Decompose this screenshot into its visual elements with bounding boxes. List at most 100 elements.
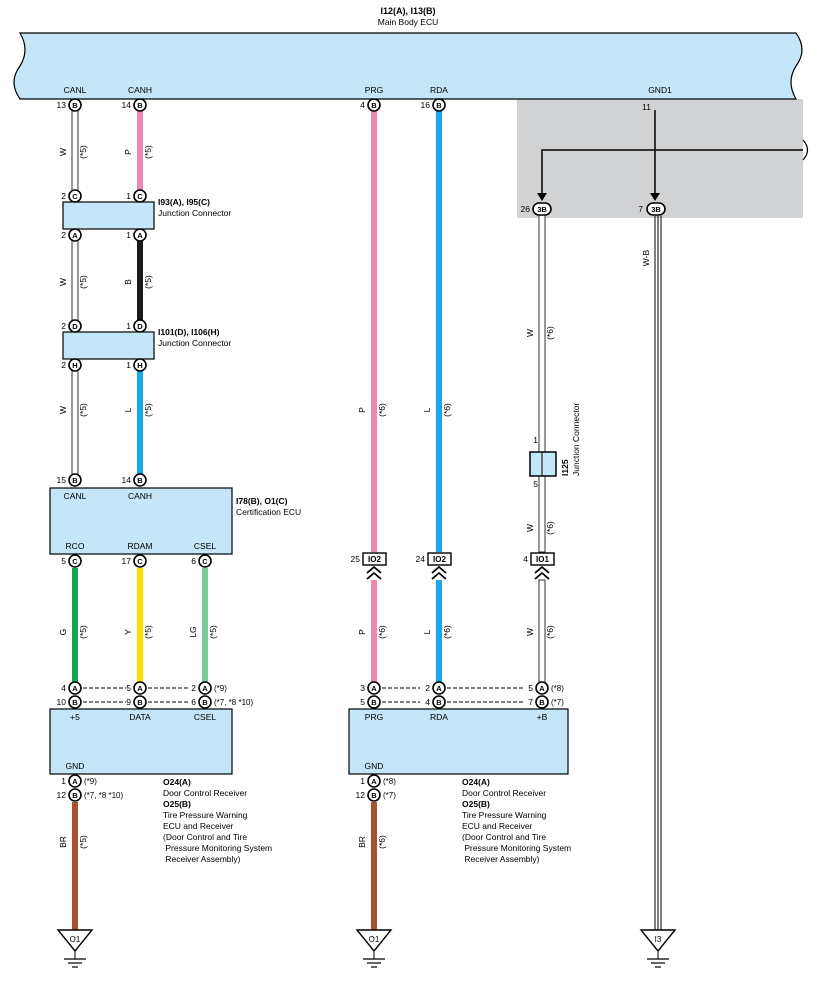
pin-connector-icon xyxy=(133,554,147,568)
pin-number: 5 xyxy=(126,683,131,693)
pin-conn: A xyxy=(202,684,208,693)
wire-note-label: (*5) xyxy=(78,145,88,159)
pin-label: +B xyxy=(537,712,548,722)
wire-color-label: P xyxy=(123,149,133,155)
pin-conn: A xyxy=(371,684,377,693)
pin-connector-icon xyxy=(133,695,147,709)
gnd-3b-connectors: 26 3B 7 3B xyxy=(521,202,666,216)
pin-number: 2 xyxy=(191,683,196,693)
wire-color-label: W xyxy=(58,148,68,156)
pin-connector-icon xyxy=(133,473,147,487)
pin-conn: B xyxy=(137,476,143,485)
pin-note: (*8) xyxy=(551,684,564,693)
pin-conn: B xyxy=(137,101,143,110)
pin-label: RDAM xyxy=(127,541,152,551)
pin-note: (*7) xyxy=(383,791,396,800)
pin-note: (*9) xyxy=(84,777,97,786)
wire-canh-black xyxy=(137,240,143,320)
wire-gnd-left-brown xyxy=(72,802,78,930)
wire-color-label: L xyxy=(422,629,432,634)
junction-name: Junction Connector xyxy=(158,208,231,218)
pin-label: RDA xyxy=(430,712,448,722)
pin-connector-icon xyxy=(68,554,82,568)
wire-note-label: (*6) xyxy=(377,835,387,849)
pin-number: 5 xyxy=(533,479,538,489)
pin-number: 25 xyxy=(351,554,361,564)
wire-rdam-yellow xyxy=(137,568,143,682)
receiver-name: Door Control Receiver xyxy=(462,788,546,798)
wire-rco-green xyxy=(72,568,78,682)
wire-note-label: (*5) xyxy=(78,403,88,417)
pin-conn: C xyxy=(137,557,143,566)
pin-connector-icon xyxy=(432,681,446,695)
chevron-up-icon xyxy=(431,565,447,580)
pin-connector-icon xyxy=(133,228,147,242)
junction-connector-1: I93(A), I95(C) Junction Connector 2 C 1 … xyxy=(61,189,231,242)
pin-conn: H xyxy=(72,361,77,370)
junction-name: Junction Connector xyxy=(571,403,581,476)
ground-symbol-right: I3 xyxy=(639,929,677,968)
pin-connector-icon xyxy=(535,695,549,709)
pin-conn: H xyxy=(137,361,142,370)
pin-label-gnd1: GND1 xyxy=(648,85,672,95)
pin-conn: 3B xyxy=(651,205,661,214)
pin-label: +5 xyxy=(70,712,80,722)
pin-number: 17 xyxy=(122,556,132,566)
pin-number: 11 xyxy=(642,102,651,112)
pin-number: 4 xyxy=(425,697,430,707)
pin-conn: A xyxy=(436,684,442,693)
wire-color-label: P xyxy=(357,629,367,635)
wire-note-label: (*6) xyxy=(545,326,555,340)
ground-triangle-icon xyxy=(355,929,393,953)
pin-note: (*9) xyxy=(214,684,227,693)
pin-conn: C xyxy=(72,192,78,201)
receiver-name: Pressure Monitoring System xyxy=(163,843,272,853)
pin-note: (*7, *8 *10) xyxy=(84,791,123,800)
pin-conn: D xyxy=(137,322,143,331)
pin-number: 1 xyxy=(61,776,66,786)
pin-conn: A xyxy=(539,684,545,693)
main-body-ecu-id: I12(A), I13(B) xyxy=(380,6,435,16)
arrow-down-icon xyxy=(650,193,660,201)
cert-ecu-name: Certification ECU xyxy=(236,507,301,517)
pin-number: 5 xyxy=(360,697,365,707)
pin-conn: B xyxy=(371,791,377,800)
wire-labels: W (*5) P (*5) W (*5) B (*5) W (*5) L (*5… xyxy=(58,145,651,849)
pin-label: CANL xyxy=(64,491,87,501)
pin-label: GND xyxy=(365,761,384,771)
pin-number: 10 xyxy=(57,697,67,707)
wire-color-label: G xyxy=(58,629,68,636)
pin-label-rda: RDA xyxy=(430,85,448,95)
pin-connector-icon xyxy=(367,788,381,802)
pin-number: 7 xyxy=(638,204,643,214)
pin-number: 1 xyxy=(126,230,131,240)
receiver-name: ECU and Receiver xyxy=(163,821,234,831)
connector-3b-icon xyxy=(532,202,552,216)
wire-note-label: (*5) xyxy=(143,145,153,159)
pin-connector-icon xyxy=(68,98,82,112)
inline-connectors: 25 IO2 24 IO2 4 IO1 xyxy=(351,552,555,580)
pin-conn: C xyxy=(202,557,208,566)
pin-label-canl: CANL xyxy=(64,85,87,95)
pin-connector-icon xyxy=(198,695,212,709)
pin-label: CSEL xyxy=(194,712,216,722)
pin-number: 2 xyxy=(61,191,66,201)
receiver-name: Tire Pressure Warning xyxy=(163,810,248,820)
ground-label: O1 xyxy=(369,935,380,944)
wire-color-label: W xyxy=(525,329,535,337)
pin-label: GND xyxy=(66,761,85,771)
pin-number: 14 xyxy=(122,475,132,485)
wire-color-label: Y xyxy=(123,629,133,635)
receiver-name: Pressure Monitoring System xyxy=(462,843,571,853)
wire-color-label: W xyxy=(525,524,535,532)
pin-conn: B xyxy=(72,101,78,110)
pin-conn: IO1 xyxy=(536,555,549,564)
junction-box xyxy=(62,331,155,360)
wire-color-label: P xyxy=(357,407,367,413)
pin-label: CSEL xyxy=(194,541,216,551)
receiver-name: ECU and Receiver xyxy=(462,821,533,831)
pin-conn: A xyxy=(137,684,143,693)
wire-note-label: (*6) xyxy=(442,403,452,417)
pin-connector-icon xyxy=(133,98,147,112)
